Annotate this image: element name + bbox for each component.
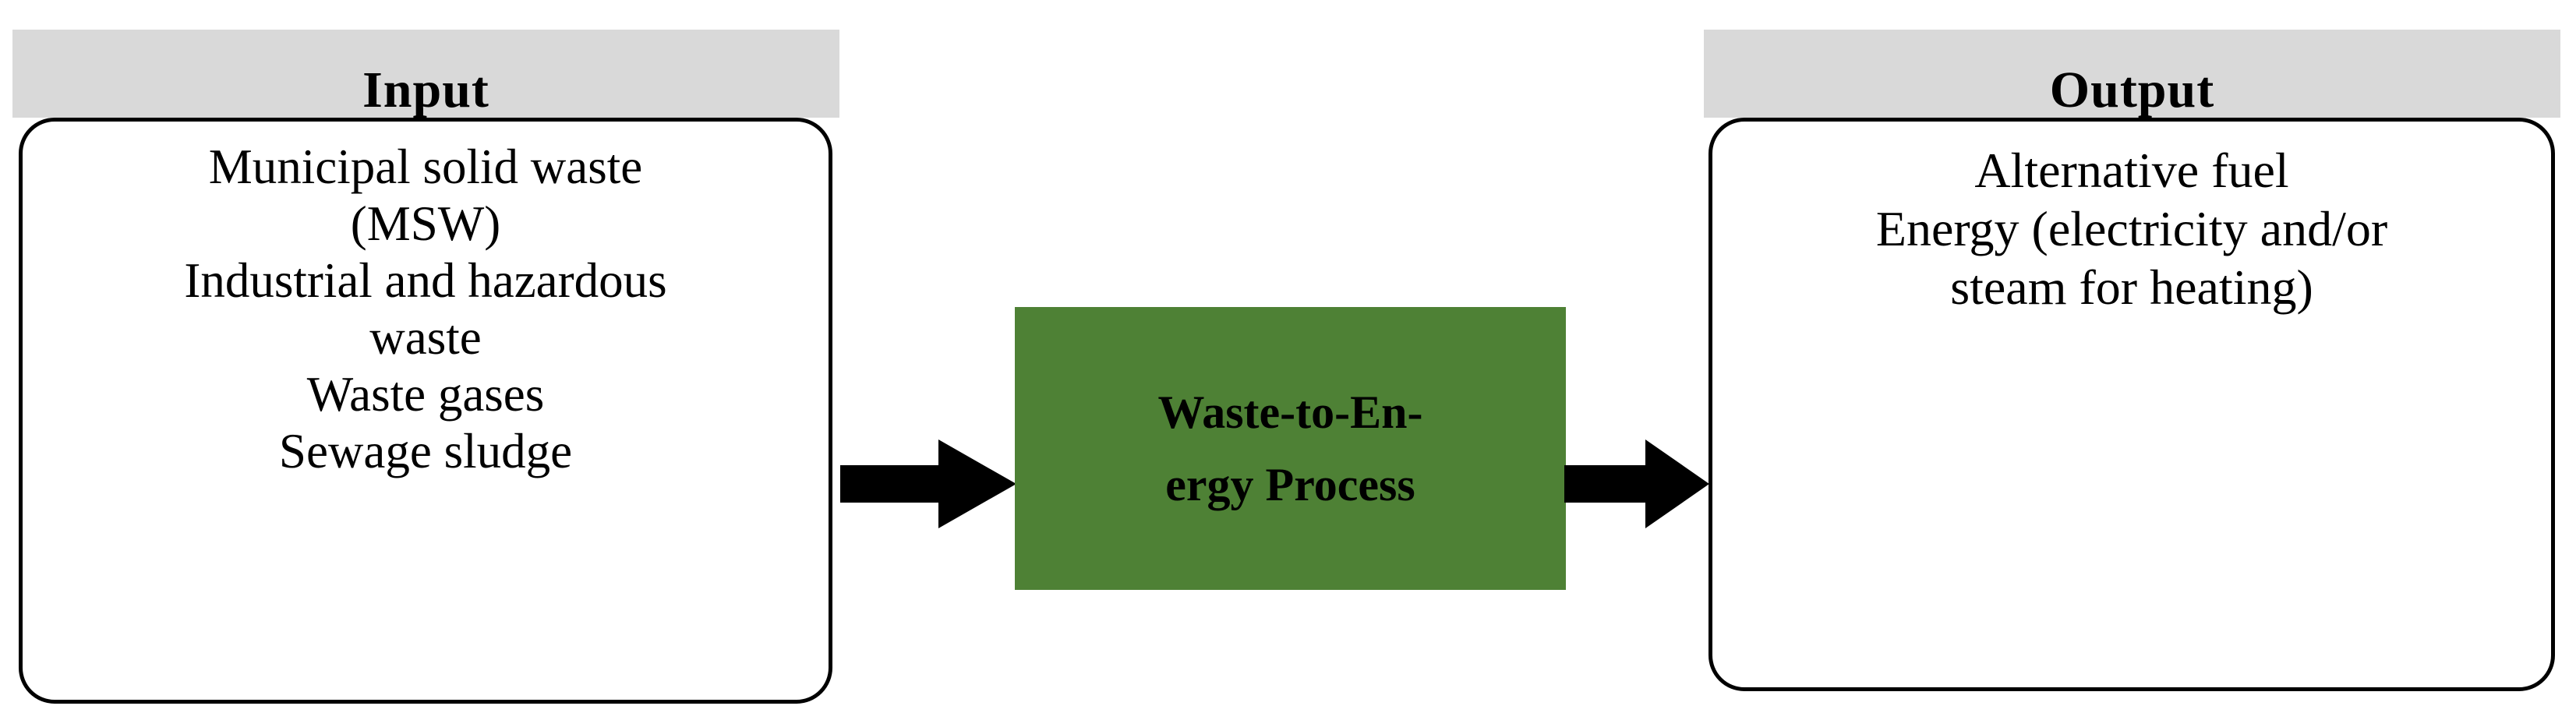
arrow-process-to-output-icon (1564, 438, 1709, 530)
process-box: Waste-to-En- ergy Process (1015, 307, 1566, 590)
input-line-3: Industrial and hazardous (184, 253, 667, 309)
output-header-bar: Output (1704, 30, 2560, 118)
input-header-label: Input (362, 62, 489, 118)
arrow-input-to-process-icon (840, 438, 1016, 530)
output-header-label: Output (2049, 62, 2215, 118)
input-line-1: Municipal solid waste (208, 139, 643, 194)
input-box: Municipal solid waste (MSW) Industrial a… (19, 118, 832, 704)
process-line-1: Waste-to-En- (1157, 386, 1423, 438)
input-line-6: Sewage sludge (278, 424, 573, 479)
input-header-bar: Input (12, 30, 839, 118)
output-line-2: Energy (electricity and/or (1875, 200, 2388, 256)
output-box: Alternative fuel Energy (electricity and… (1708, 118, 2555, 691)
process-line-2: ergy Process (1165, 458, 1415, 510)
output-line-1: Alternative fuel (1974, 143, 2289, 198)
input-line-5: Waste gases (306, 367, 545, 422)
input-line-4: waste (369, 310, 482, 365)
output-line-3: steam for heating) (1950, 259, 2313, 315)
input-line-2: (MSW) (350, 196, 501, 252)
